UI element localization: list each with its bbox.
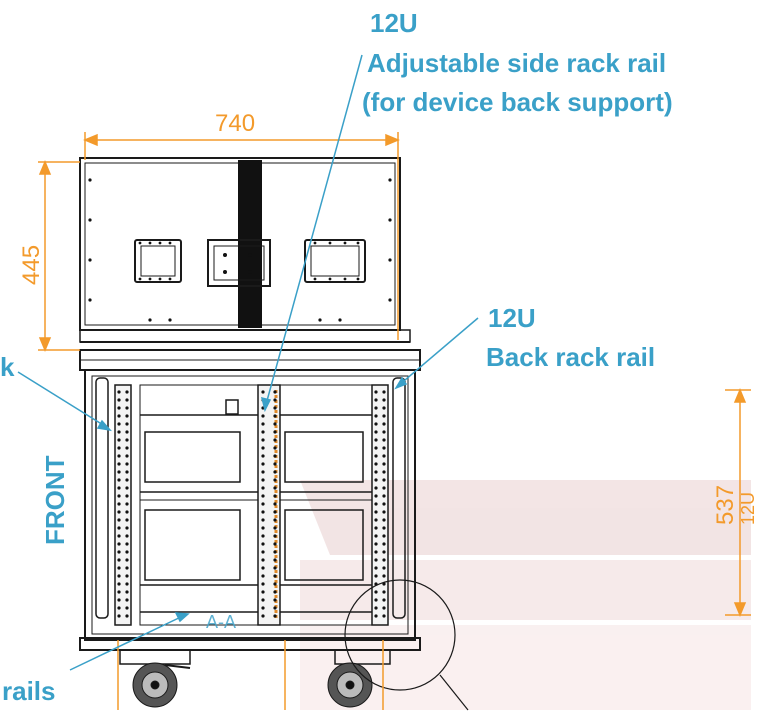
lid-height-dimension: 445 (18, 244, 45, 285)
dimension-lines (38, 132, 751, 710)
case-lid (79, 157, 411, 343)
body-units-dimension: 12U (738, 491, 758, 525)
width-dimension: 740 (215, 110, 256, 137)
left-partial-label: k (0, 352, 15, 382)
side-rail-size: 12U (370, 8, 418, 38)
side-rail-title: Adjustable side rack rail (367, 48, 667, 78)
callout-leaders (17, 54, 479, 671)
watermark-background (300, 480, 751, 710)
detail-leader (439, 674, 469, 711)
rack-rails (114, 384, 389, 626)
rack-rail-holes (117, 390, 386, 618)
caster-wheel-right (327, 662, 373, 708)
back-rail-size: 12U (488, 303, 536, 333)
body-height-dimension: 537 (712, 484, 739, 525)
detail-circle (344, 579, 456, 691)
back-rail-label: Back rack rail (486, 342, 656, 372)
caster-wheel-left (132, 662, 191, 708)
front-label: FRONT (40, 455, 70, 545)
section-mark: A-A (206, 612, 237, 632)
bottom-partial-label: rails (2, 676, 56, 706)
side-rail-subtitle: (for device back support) (362, 87, 673, 117)
